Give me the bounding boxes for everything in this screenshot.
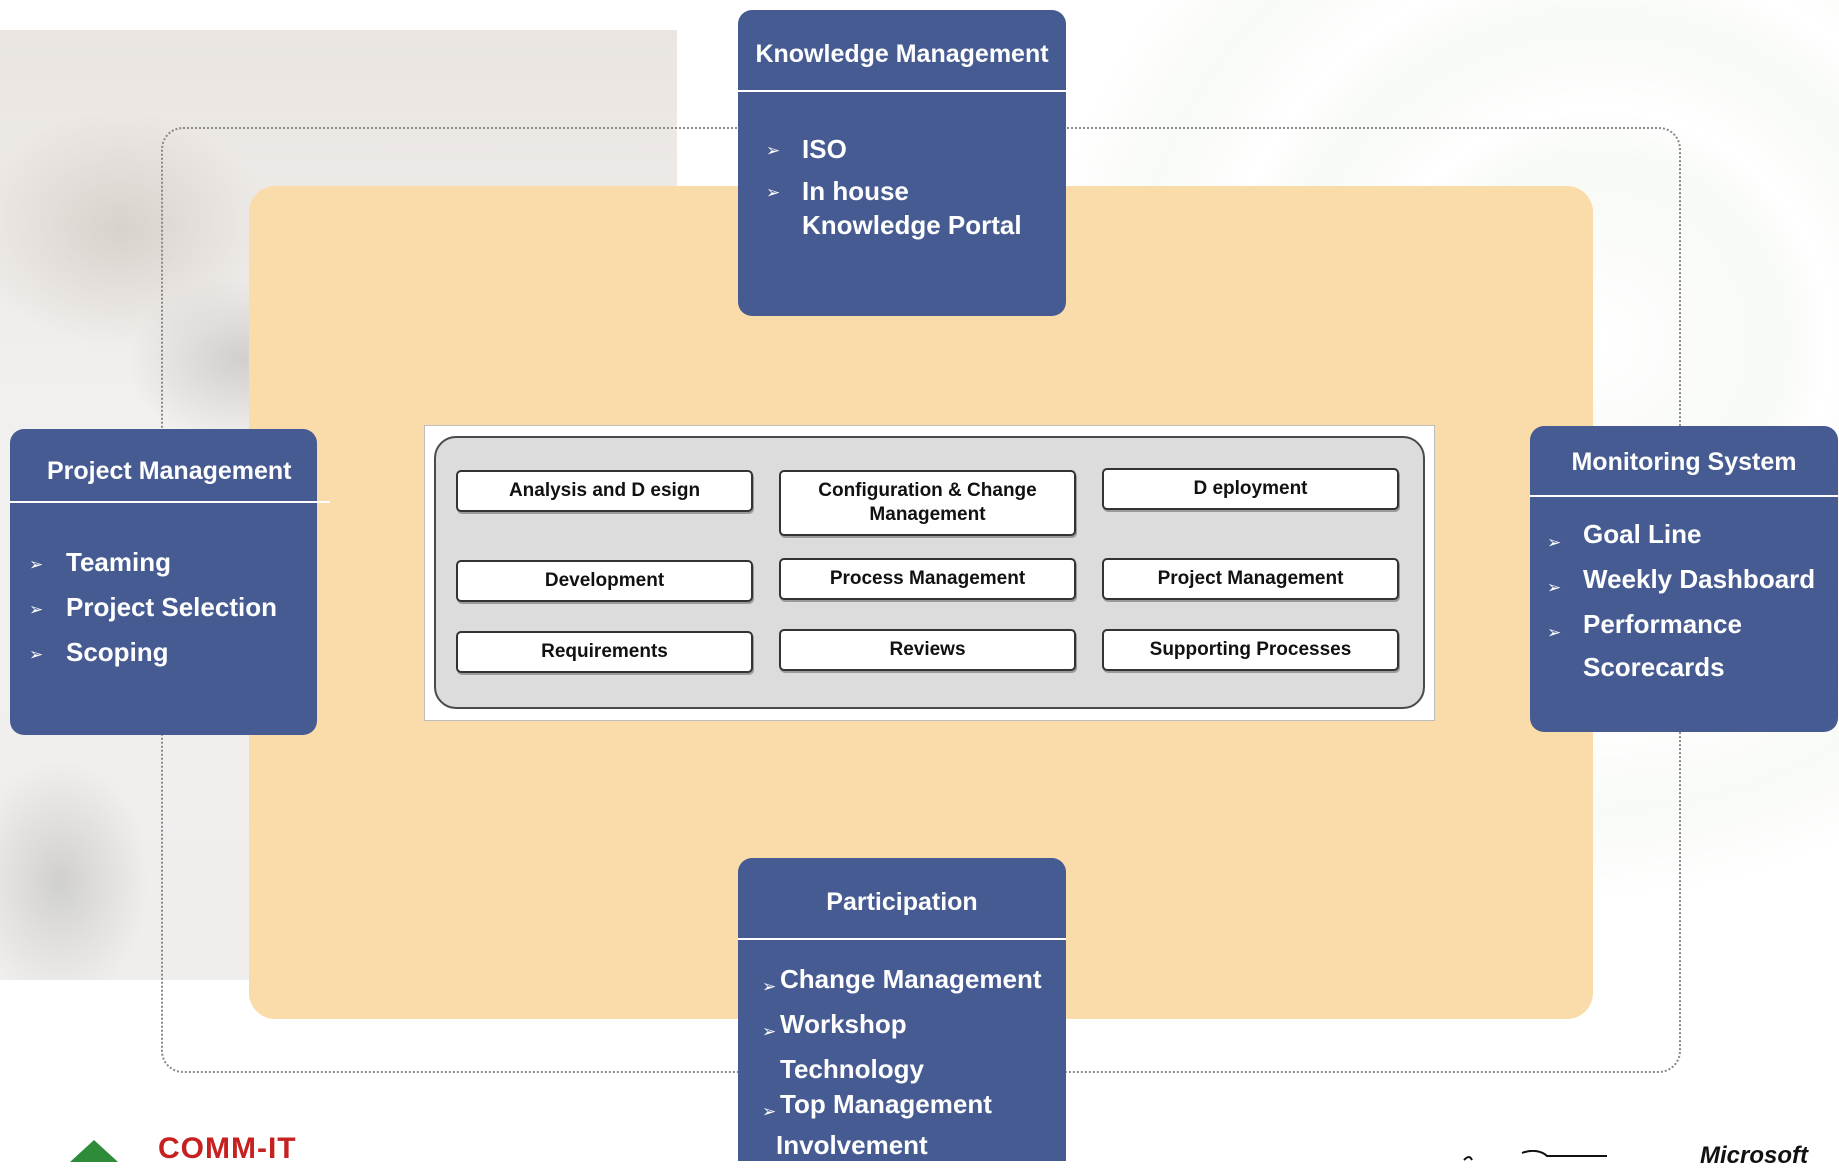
bullet-arrow-icon: ➢ [766, 183, 781, 202]
title-divider [738, 90, 1066, 92]
title-divider [1530, 495, 1838, 497]
process-cell: Supporting Processes [1102, 629, 1399, 671]
process-areas-container: Analysis and D esign Configuration & Cha… [434, 436, 1425, 709]
knowledge-management-list: ➢ISO ➢In house [766, 131, 909, 215]
partner-logo [1463, 1150, 1607, 1161]
process-cell: Analysis and D esign [456, 470, 753, 512]
process-cell: Configuration & Change Management [779, 470, 1076, 536]
participation-title: Participation [826, 888, 978, 916]
project-management-box: Project Management ➢Teaming ➢Project Sel… [10, 429, 330, 735]
process-cell: D eployment [1102, 468, 1399, 510]
process-cell: Requirements [456, 631, 753, 673]
monitoring-system-list: ➢Goal Line ➢Weekly Dashboard ➢Performanc… [1547, 512, 1815, 647]
participation-list-2: ➢Top Management [762, 1082, 992, 1127]
monitoring-system-title: Monitoring System [1571, 448, 1797, 476]
bullet-arrow-icon: ➢ [762, 1102, 777, 1121]
process-cell: Reviews [779, 629, 1076, 671]
bullet-arrow-icon: ➢ [29, 645, 44, 664]
list-item: ➢In house [766, 173, 909, 215]
bullet-arrow-icon: ➢ [766, 141, 781, 160]
list-item: ➢ISO [766, 131, 909, 173]
list-item: ➢Change Management [762, 957, 1042, 1002]
bullet-arrow-icon: ➢ [1547, 533, 1562, 552]
list-item: ➢Scoping [29, 633, 277, 678]
process-cell: Development [456, 560, 753, 602]
bullet-arrow-icon: ➢ [1547, 623, 1562, 642]
knowledge-management-box: Knowledge Management ➢ISO ➢In house Know… [738, 10, 1066, 316]
list-item-continuation: Knowledge Portal [802, 210, 1022, 240]
process-areas-diagram: Analysis and D esign Configuration & Cha… [424, 425, 1435, 721]
bullet-arrow-icon: ➢ [762, 1022, 777, 1041]
project-management-list: ➢Teaming ➢Project Selection ➢Scoping [29, 543, 277, 678]
list-item-continuation: Technology [780, 1054, 924, 1084]
list-item-continuation: Scorecards [1583, 652, 1725, 682]
bullet-arrow-icon: ➢ [1547, 578, 1562, 597]
list-item: ➢Performance [1547, 602, 1815, 647]
bullet-arrow-icon: ➢ [29, 555, 44, 574]
participation-list: ➢Change Management ➢Workshop [762, 957, 1042, 1047]
list-item: ➢Project Selection [29, 588, 277, 633]
monitoring-system-box: Monitoring System ➢Goal Line ➢Weekly Das… [1530, 426, 1838, 732]
bullet-arrow-icon: ➢ [29, 600, 44, 619]
project-management-title: Project Management [47, 457, 292, 485]
comm-it-logo: COMM-IT [70, 1132, 330, 1165]
list-item: ➢Workshop [762, 1002, 1042, 1047]
list-item: ➢Teaming [29, 543, 277, 588]
microsoft-logo: Microsoft [1700, 1142, 1808, 1169]
process-cell: Project Management [1102, 558, 1399, 600]
comm-it-logo-text: COMM-IT [158, 1132, 297, 1165]
list-item-continuation: Involvement [776, 1130, 928, 1160]
participation-box: Participation ➢Change Management ➢Worksh… [738, 858, 1066, 1161]
process-cell: Process Management [779, 558, 1076, 600]
list-item: ➢Weekly Dashboard [1547, 557, 1815, 602]
title-divider [738, 938, 1066, 940]
knowledge-management-title: Knowledge Management [755, 40, 1049, 68]
bullet-arrow-icon: ➢ [762, 977, 777, 996]
title-divider [10, 501, 330, 503]
list-item: ➢Goal Line [1547, 512, 1815, 557]
list-item: ➢Top Management [762, 1082, 992, 1127]
comm-it-logo-icon [70, 1140, 118, 1162]
